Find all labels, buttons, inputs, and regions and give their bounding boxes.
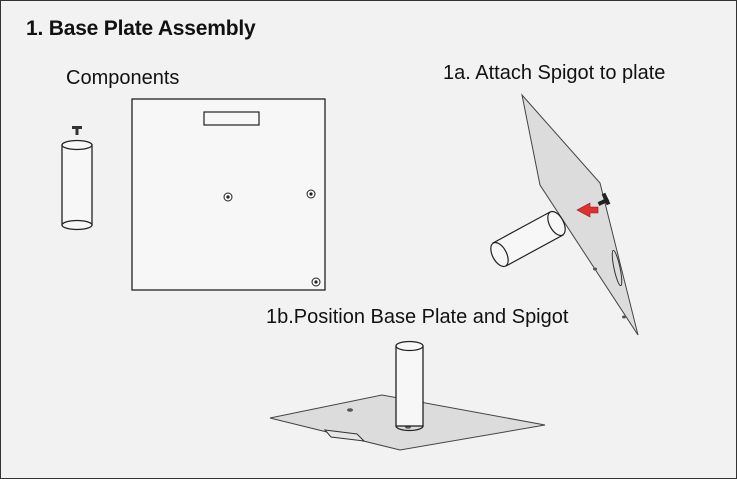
insert-arrow-icon — [576, 202, 599, 218]
step-1b-illustration — [269, 340, 546, 451]
step-1a-bolt-icon — [597, 192, 611, 206]
components-label: Components — [66, 67, 180, 89]
component-base-plate — [131, 98, 326, 291]
step-1a-label: 1a. Attach Spigot to plate — [443, 62, 666, 84]
step-1b-label: 1b.Position Base Plate and Spigot — [266, 306, 569, 328]
component-spigot-tube — [61, 139, 93, 231]
step-1a-illustration — [490, 93, 639, 336]
page-title: 1. Base Plate Assembly — [26, 17, 256, 40]
component-bolt-icon — [72, 126, 82, 135]
